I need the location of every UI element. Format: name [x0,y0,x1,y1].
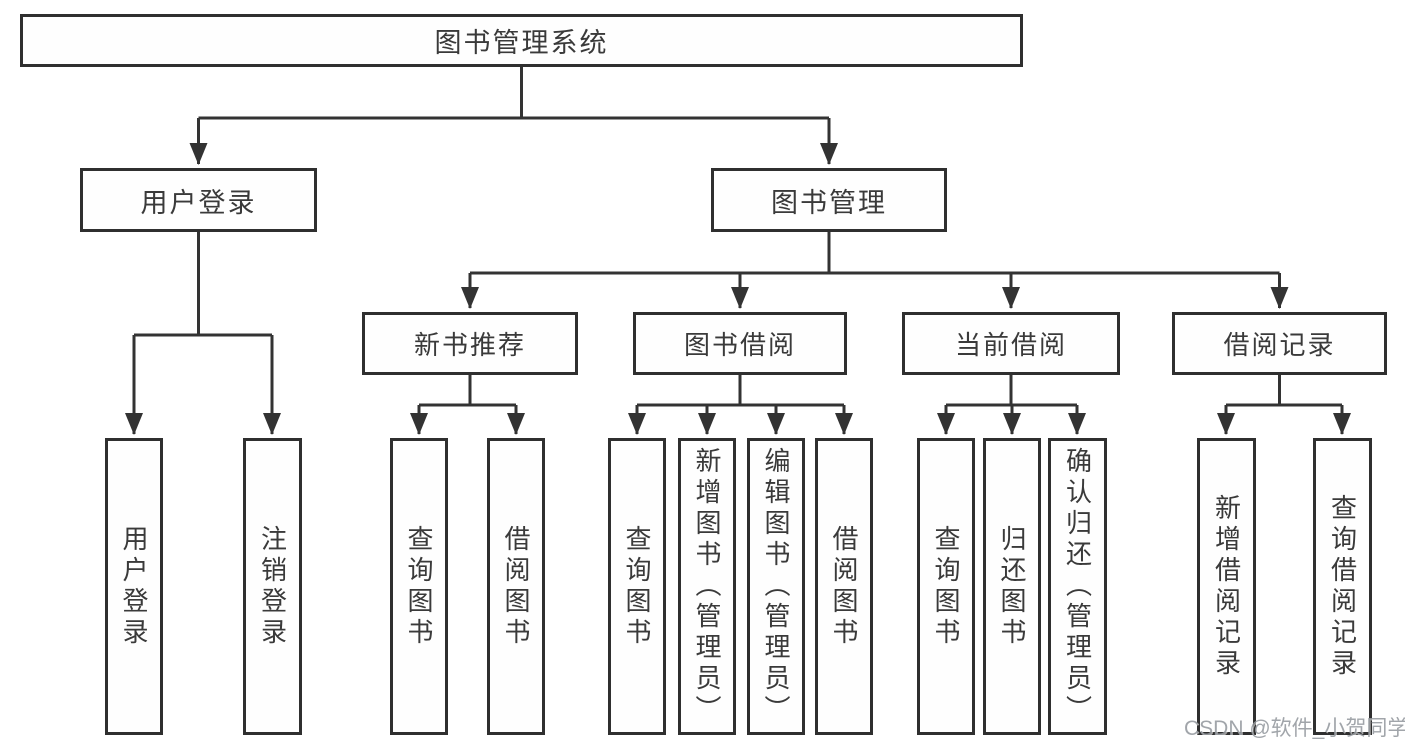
connector-current-children [937,375,1086,435]
connector-root-to-level2 [189,67,838,165]
leaf-logout: 注销登录 [243,438,302,735]
connector-recommend-children [410,374,525,435]
node-user-login: 用户登录 [80,168,317,232]
leaf-current-query-books: 查询图书 [917,438,975,735]
leaf-current-return-books: 归还图书 [983,438,1041,735]
leaf-user-login: 用户登录 [105,438,163,735]
node-root: 图书管理系统 [20,14,1023,67]
leaf-current-confirm-return-admin: 确认归还（管理员） [1048,438,1107,735]
leaf-records-add-record: 新增借阅记录 [1197,438,1256,735]
connector-borrow-children [628,374,853,435]
leaf-borrow-add-books-admin: 新增图书（管理员） [678,438,736,735]
leaf-borrow-edit-books-admin: 编辑图书（管理员） [747,438,805,735]
leaf-recommend-query-books: 查询图书 [390,438,448,735]
connector-login-children [125,232,281,435]
node-current-borrow: 当前借阅 [902,312,1120,375]
leaf-recommend-borrow-books: 借阅图书 [487,438,545,735]
node-borrow-records: 借阅记录 [1172,312,1387,375]
node-book-borrow: 图书借阅 [633,312,847,375]
node-book-management: 图书管理 [711,168,947,232]
connector-management-children [461,232,1289,309]
node-new-book-recommend: 新书推荐 [362,312,578,375]
csdn-watermark: CSDN @软件_小贺同学 [1184,717,1405,740]
leaf-borrow-query-books: 查询图书 [608,438,666,735]
leaf-records-query-record: 查询借阅记录 [1313,438,1372,735]
leaf-borrow-borrow-books: 借阅图书 [815,438,873,735]
connector-records-children [1217,375,1351,435]
